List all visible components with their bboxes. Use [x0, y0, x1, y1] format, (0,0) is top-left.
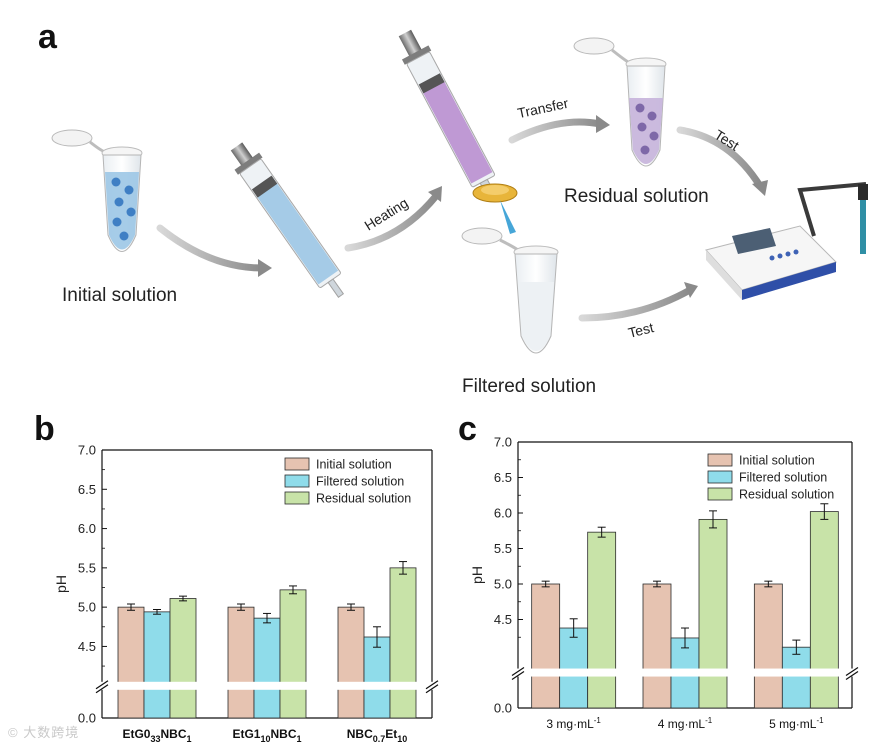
- schematic-illustration: [51, 29, 868, 354]
- x-category-label: 4 mg·mL-1: [658, 716, 713, 731]
- filtered-solution-label: Filtered solution: [462, 376, 597, 397]
- bar-initial-solution-0: [531, 583, 561, 709]
- residual-solution-label: Residual solution: [564, 186, 709, 207]
- axis-break-mark: [511, 671, 525, 681]
- filtered-tube: [461, 227, 559, 354]
- y-axis-title: pH: [53, 575, 69, 593]
- bar-initial-solution-0: [117, 606, 145, 719]
- residual-tube: [573, 37, 667, 167]
- axis-break-mark: [845, 671, 859, 681]
- y-tick-label: 6.5: [494, 470, 512, 485]
- y-axis-title: pH: [469, 566, 485, 584]
- arrow-initial-to-syringe: [156, 224, 266, 272]
- chart-b: 0.0 4.5 5.0 5.5 6.0 6.5 7.0 pH EtG033NBC1 EtG110N…: [53, 443, 440, 744]
- watermark: © 大数跨境: [8, 725, 80, 740]
- y-tick-label: 4.5: [78, 639, 96, 654]
- bar-initial-solution-2: [753, 583, 783, 709]
- panel-b-label: b: [34, 410, 55, 448]
- axis-break-mark: [425, 684, 439, 694]
- arrow-test-upper: [676, 126, 764, 190]
- bar-residual-solution-2: [389, 567, 417, 719]
- legend-label: Residual solution: [316, 492, 411, 506]
- y-tick-label: 6.5: [78, 482, 96, 497]
- y-tick-label: 6.0: [494, 506, 512, 521]
- y-tick-label: 0.0: [494, 701, 512, 716]
- legend-label: Initial solution: [316, 458, 392, 472]
- bar-filtered-solution-1: [253, 617, 281, 719]
- syringe-purple: [398, 29, 496, 197]
- syringe-blue: [230, 142, 345, 298]
- axis-break-mark: [845, 667, 859, 677]
- bar-initial-solution-1: [227, 606, 255, 719]
- legend-label: Filtered solution: [316, 475, 404, 489]
- legend-swatch: [707, 487, 733, 501]
- bar-filtered-solution-0: [143, 611, 171, 719]
- x-category-label: EtG033NBC1: [122, 727, 191, 744]
- bar-residual-solution-1: [279, 589, 307, 719]
- bar-residual-solution-0: [587, 531, 617, 709]
- arrow-transfer: [508, 118, 604, 144]
- bar-residual-solution-1: [698, 518, 728, 709]
- bar-initial-solution-2: [337, 606, 365, 719]
- bar-initial-solution-1: [642, 583, 672, 709]
- y-tick-label: 5.0: [494, 577, 512, 592]
- y-tick-label: 4.5: [494, 612, 512, 627]
- initial-solution-label: Initial solution: [62, 285, 178, 306]
- y-tick-label: 6.0: [78, 521, 96, 536]
- bar-residual-solution-0: [169, 598, 197, 719]
- axis-break-mark: [425, 680, 439, 690]
- legend-swatch: [284, 457, 310, 471]
- panel-a-label: a: [38, 18, 57, 56]
- axis-break-band: [510, 668, 860, 677]
- bar-filtered-solution-2: [363, 636, 391, 719]
- axis-break-band: [94, 681, 440, 690]
- y-tick-label: 7.0: [78, 443, 96, 458]
- legend-swatch: [707, 470, 733, 484]
- initial-tube: [51, 129, 143, 252]
- bar-filtered-solution-2: [781, 646, 811, 709]
- y-tick-label: 0.0: [78, 711, 96, 726]
- bar-residual-solution-2: [809, 511, 839, 709]
- axis-break-mark: [511, 667, 525, 677]
- y-tick-label: 5.5: [494, 541, 512, 556]
- bar-filtered-solution-0: [559, 627, 589, 709]
- y-tick-label: 5.0: [78, 600, 96, 615]
- arrow-test-lower: [578, 286, 694, 322]
- x-category-label: 5 mg·mL-1: [769, 716, 824, 731]
- x-category-label: 3 mg·mL-1: [546, 716, 601, 731]
- y-tick-label: 5.5: [78, 560, 96, 575]
- ph-meter-screen: [732, 228, 776, 254]
- legend-swatch: [284, 491, 310, 505]
- x-category-label: EtG110NBC1: [232, 727, 301, 744]
- syringe-filter: [472, 183, 518, 234]
- ph-meter: [705, 182, 868, 300]
- legend-swatch: [707, 453, 733, 467]
- panel-c-label: c: [458, 410, 477, 448]
- legend-label: Initial solution: [739, 454, 815, 468]
- y-tick-label: 7.0: [494, 435, 512, 450]
- x-category-label: NBC0.7Et10: [347, 727, 408, 744]
- chart-c: 0.0 4.5 5.0 5.5 6.0 6.5 7.0 pH 3 mg·mL-1 4 mg·mL-…: [469, 435, 860, 731]
- arrow-heating: [344, 192, 440, 252]
- legend-label: Filtered solution: [739, 471, 827, 485]
- axis-break-mark: [95, 680, 109, 690]
- legend-swatch: [284, 474, 310, 488]
- legend-label: Residual solution: [739, 488, 834, 502]
- axis-break-mark: [95, 684, 109, 694]
